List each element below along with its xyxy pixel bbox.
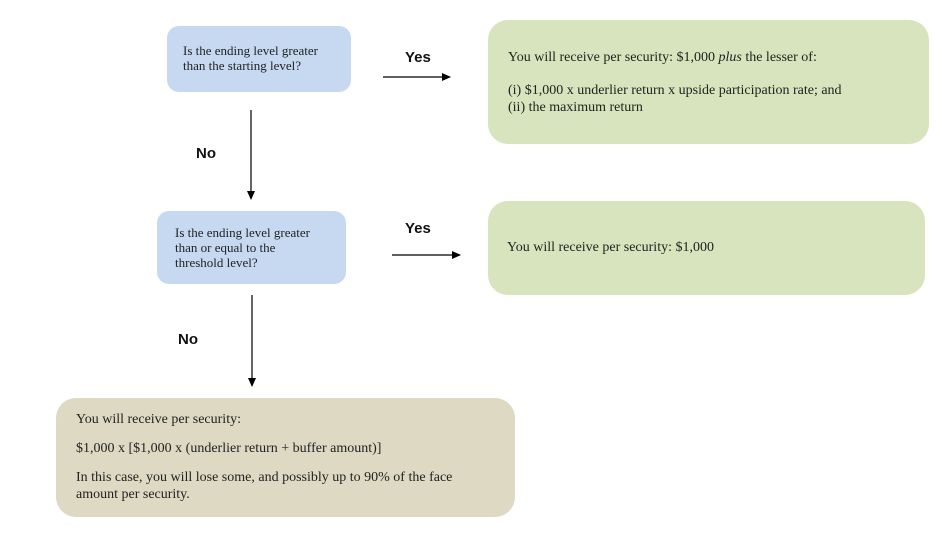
outcome-2-text: You will receive per security: $1,000 — [507, 240, 714, 255]
outcome-1-intro-italic: plus — [718, 50, 742, 65]
yes-label-1: Yes — [405, 49, 431, 66]
yes-label-2: Yes — [405, 220, 431, 237]
outcome-3-note-line-2: amount per security. — [76, 487, 190, 502]
question-1-box: Is the ending level greater than the sta… — [167, 26, 351, 92]
question-2-box: Is the ending level greater than or equa… — [157, 211, 346, 284]
outcome-3-box: You will receive per security: $1,000 x … — [56, 398, 515, 517]
question-2-line-1: Is the ending level greater — [175, 225, 310, 240]
outcome-3-formula: $1,000 x [$1,000 x (underlier return + b… — [76, 441, 382, 456]
no-label-1: No — [196, 145, 216, 162]
outcome-1-intro: You will receive per security: $1,000 pl… — [508, 49, 909, 66]
outcome-1-item-1: (i) $1,000 x underlier return x upside p… — [508, 83, 842, 98]
question-1-line-1: Is the ending level greater — [183, 43, 318, 58]
outcome-3-line-1: You will receive per security: — [76, 412, 241, 427]
question-2-line-3: threshold level? — [175, 255, 258, 270]
question-2-line-2: than or equal to the — [175, 240, 276, 255]
no-label-2: No — [178, 331, 198, 348]
outcome-3-note-line-1: In this case, you will lose some, and po… — [76, 470, 453, 485]
outcome-1-box: You will receive per security: $1,000 pl… — [488, 20, 929, 144]
outcome-1-item-2: (ii) the maximum return — [508, 100, 643, 115]
outcome-1-intro-prefix: You will receive per security: $1,000 — [508, 50, 719, 65]
outcome-1-intro-suffix: the lesser of: — [741, 50, 817, 65]
outcome-2-box: You will receive per security: $1,000 — [488, 201, 925, 295]
question-1-line-2: than the starting level? — [183, 58, 302, 73]
